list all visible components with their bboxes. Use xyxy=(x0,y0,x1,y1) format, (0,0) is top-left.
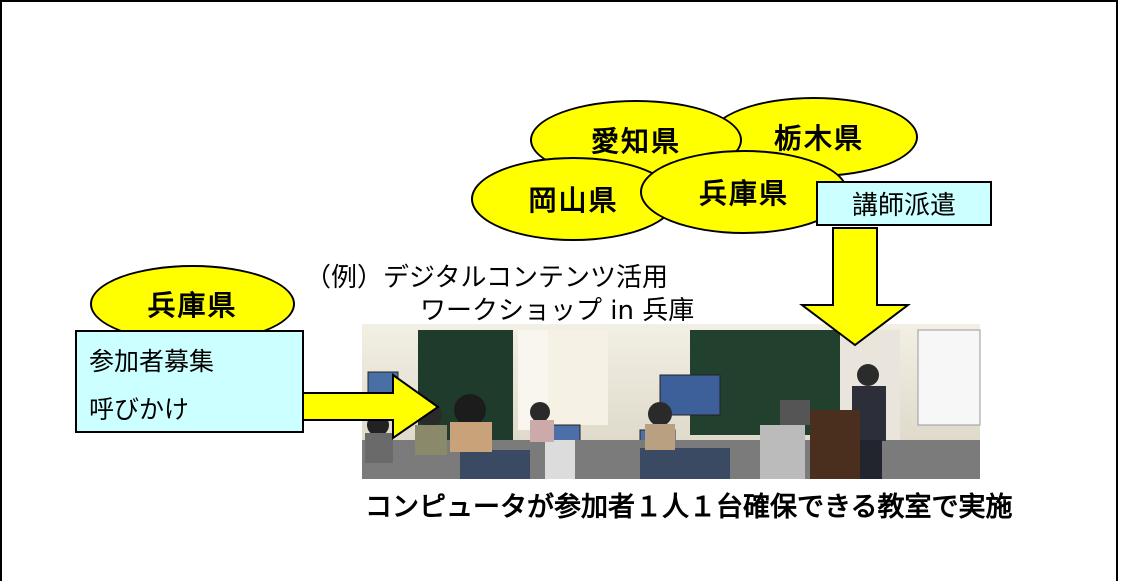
recruit-line2: 呼びかけ xyxy=(89,395,190,424)
recruit-box: 参加者募集 呼びかけ xyxy=(75,330,304,433)
bubble-tochigi-label: 栃木県 xyxy=(773,122,864,155)
bubble-aichi-label: 愛知県 xyxy=(590,125,681,158)
bubble-hyogo-top-label: 兵庫県 xyxy=(698,177,789,210)
footer-caption: コンピュータが参加者１人１台確保できる教室で実施 xyxy=(365,492,1013,523)
dispatch-label: 講師派遣 xyxy=(851,191,956,221)
bubble-hyogo-top: 兵庫県 xyxy=(640,150,848,234)
bubble-hyogo-left-label: 兵庫県 xyxy=(147,289,238,322)
example-title-line2: ワークショップ in 兵庫 xyxy=(420,296,695,326)
down-arrow xyxy=(799,227,911,347)
bubble-okayama-label: 岡山県 xyxy=(528,184,619,217)
bubble-okayama: 岡山県 xyxy=(471,157,676,241)
example-title-line1: （例）デジタルコンテンツ活用 xyxy=(305,263,668,293)
dispatch-box: 講師派遣 xyxy=(816,181,992,226)
recruit-line1: 参加者募集 xyxy=(89,347,215,376)
